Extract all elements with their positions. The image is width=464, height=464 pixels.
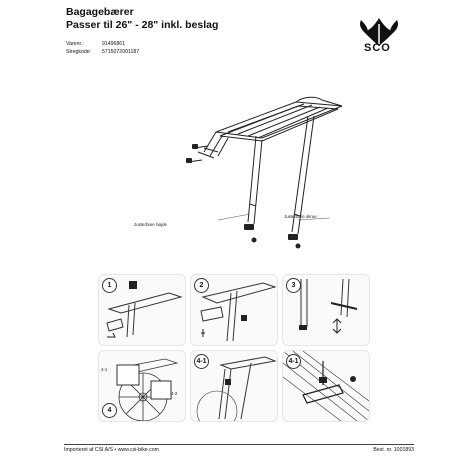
meta-value: 91496861 [102, 41, 126, 47]
step-number: 3 [286, 278, 301, 293]
callout-adjustable-screw: Justerbare skrue [284, 214, 317, 219]
footer-order-number: Best. nr. 1001893 [373, 447, 414, 453]
meta-barcode: Stregkode: 5715072001187 [66, 48, 139, 56]
step-3-illustration [299, 275, 369, 345]
logo-text: SCO [364, 42, 391, 54]
step-4-1b-illustration [283, 351, 369, 421]
page-subtitle: Passer til 26" - 28" inkl. beslag [66, 19, 219, 31]
inset-label-4-2: 4-2 [171, 391, 178, 396]
title-block: Bagagebærer Passer til 26" - 28" inkl. b… [66, 6, 218, 32]
meta-label: Varenr.: [66, 41, 84, 47]
step-panel-2: 2 [190, 274, 278, 346]
page-title: Bagagebærer [66, 6, 134, 18]
product-meta: Varenr.: 91496861 Stregkode: 57150720011… [66, 40, 139, 56]
step-panel-4-1a: 4-1 [190, 350, 278, 422]
step-number: 1 [102, 278, 117, 293]
step-panel-3: 3 [282, 274, 370, 346]
step-number: 4-1 [286, 354, 301, 369]
footer-importer: Importeret af CSI A/S • www.csi-bike.com [64, 447, 159, 453]
step-number: 4 [102, 403, 117, 418]
step-4-illustration [99, 351, 185, 421]
tulip-logo-icon [360, 18, 398, 46]
step-number: 2 [194, 278, 209, 293]
meta-value: 5715072001187 [102, 49, 140, 55]
step-2-illustration [191, 275, 277, 345]
step-panel-1: 1 [98, 274, 186, 346]
rack-illustration [186, 92, 358, 249]
step-number: 4-1 [194, 354, 209, 369]
step-4-1a-illustration [191, 351, 277, 421]
instruction-sheet: Bagagebærer Passer til 26" - 28" inkl. b… [38, 0, 428, 464]
step-panel-4-1b: 4-1 [282, 350, 370, 422]
step-1-illustration [99, 281, 185, 345]
callout-adjustable-height: Justerbare højde [134, 222, 167, 227]
footer-divider [64, 444, 414, 445]
inset-label-4-1: 4-1 [101, 367, 108, 372]
meta-item-number: Varenr.: 91496861 [66, 40, 139, 48]
step-panel-4: 4 4-1 4-2 [98, 350, 186, 422]
meta-label: Stregkode: [66, 49, 92, 55]
